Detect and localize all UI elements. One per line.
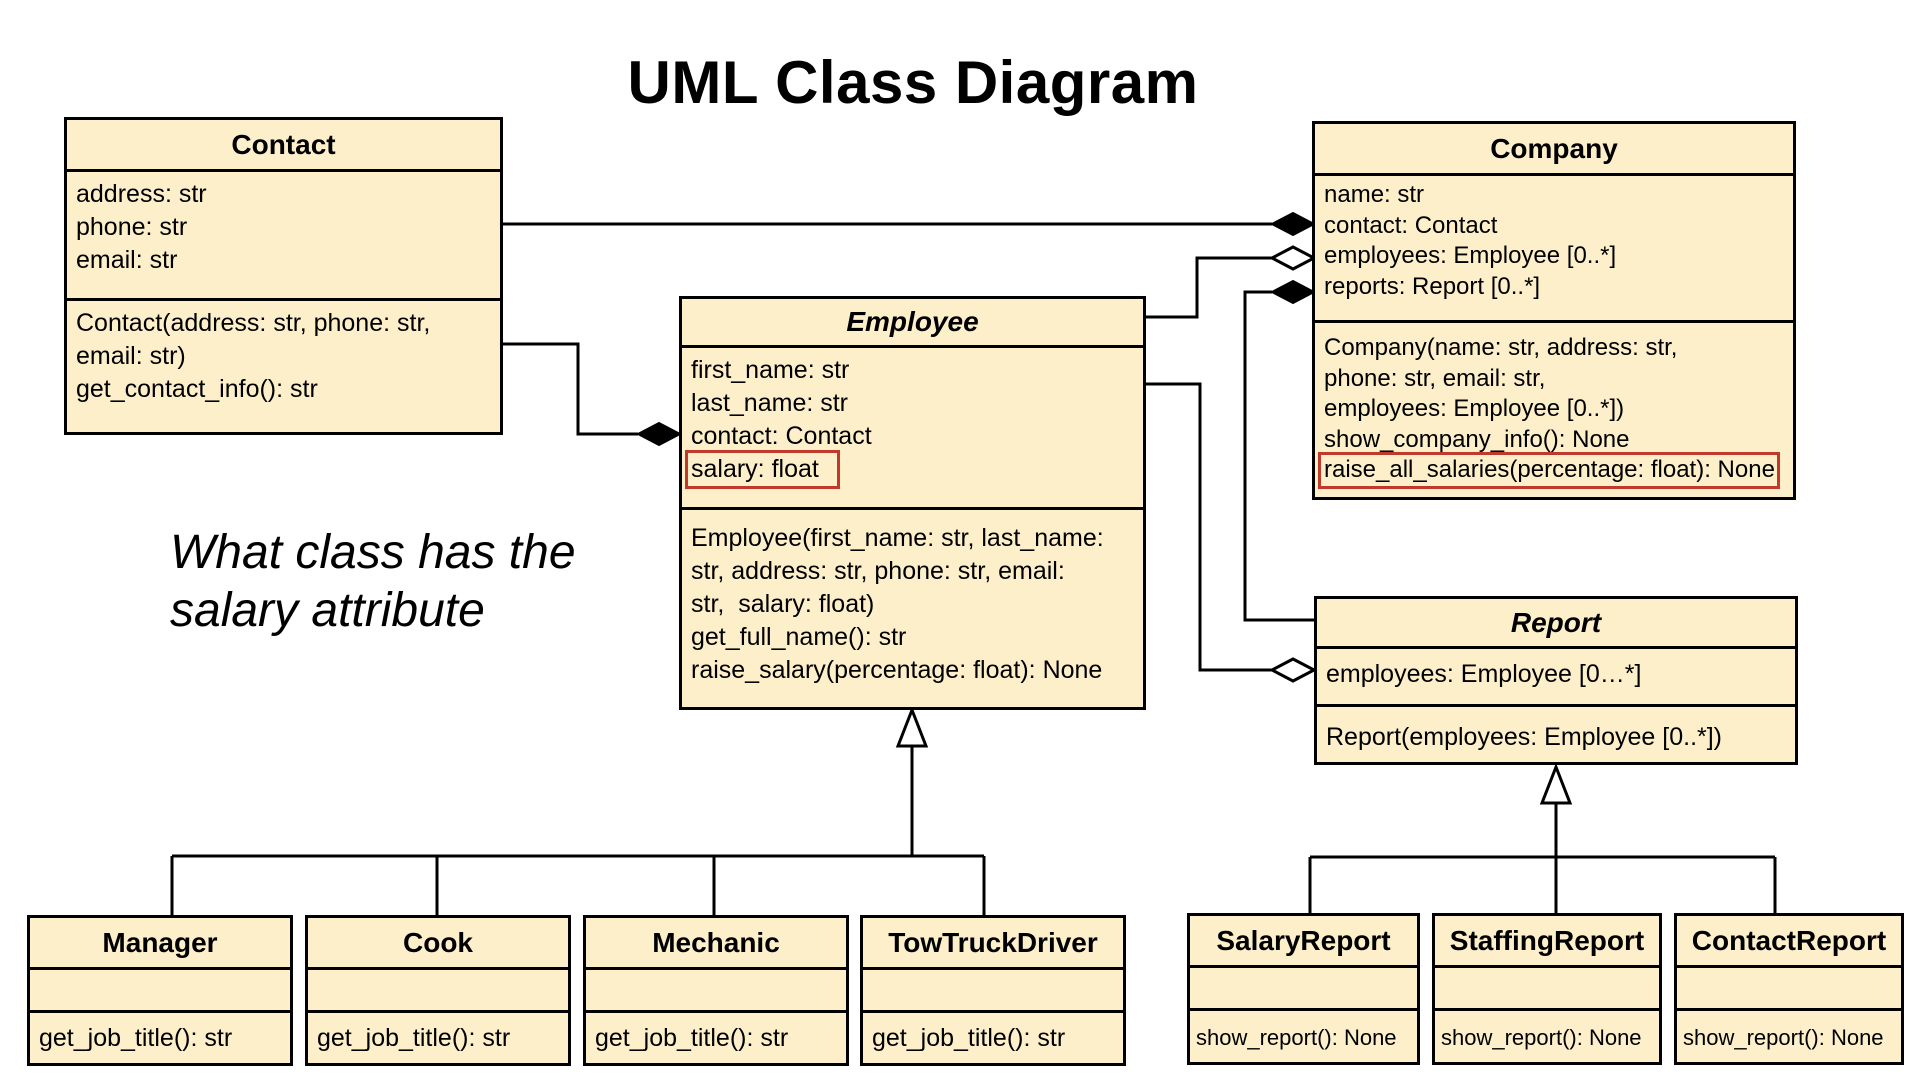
class-contact-name: Contact xyxy=(67,120,500,172)
class-report-methods: Report(employees: Employee [0..*]) xyxy=(1317,704,1795,754)
diagram-title: UML Class Diagram xyxy=(627,49,1199,116)
class-staffingreport-methods: show_report(): None xyxy=(1435,1008,1659,1054)
method: email: str) xyxy=(76,342,186,370)
class-mechanic-methods: get_job_title(): str xyxy=(586,1010,846,1055)
class-report-attributes: employees: Employee [0…*] xyxy=(1317,649,1795,704)
attribute: address: str xyxy=(76,180,207,208)
method: Company(name: str, address: str, xyxy=(1324,334,1678,361)
class-contactreport-name: ContactReport xyxy=(1677,916,1901,968)
class-employee-name: Employee xyxy=(682,299,1143,348)
method: show_company_info(): None xyxy=(1324,425,1630,453)
employee-generalization-triangle xyxy=(895,705,929,748)
highlighted-method: raise_all_salaries(percentage: float): N… xyxy=(1318,452,1780,489)
class-mechanic-name: Mechanic xyxy=(586,918,846,970)
class-contact-methods: Contact(address: str, phone: str, email:… xyxy=(67,298,500,406)
class-manager-methods: get_job_title(): str xyxy=(30,1010,290,1055)
class-staffingreport: StaffingReport show_report(): None xyxy=(1432,913,1662,1065)
report-generalization-triangle xyxy=(1539,762,1573,805)
class-company-methods: Company(name: str, address: str, phone: … xyxy=(1315,320,1793,489)
method: show_report(): None xyxy=(1196,1025,1397,1050)
employee-contact-composition-diamond xyxy=(635,421,683,447)
class-mechanic-attributes xyxy=(586,970,846,1010)
method: get_job_title(): str xyxy=(872,1024,1066,1052)
class-company: Company name: str contact: Contact emplo… xyxy=(1312,121,1796,500)
employee-report-aggregation-line xyxy=(1146,382,1272,672)
class-report: Report employees: Employee [0…*] Report(… xyxy=(1314,596,1798,765)
class-salaryreport: SalaryReport show_report(): None xyxy=(1187,913,1420,1065)
method: get_job_title(): str xyxy=(39,1024,233,1052)
class-cook-attributes xyxy=(308,970,568,1010)
class-contact: Contact address: str phone: str email: s… xyxy=(64,117,503,435)
method: phone: str, email: str, xyxy=(1324,364,1546,392)
class-employee-attributes: first_name: str last_name: str contact: … xyxy=(682,348,1143,507)
method: raise_salary(percentage: float): None xyxy=(691,656,1103,684)
class-towtruckdriver: TowTruckDriver get_job_title(): str xyxy=(860,915,1126,1066)
attribute: phone: str xyxy=(76,213,188,241)
attribute: employees: Employee [0…*] xyxy=(1326,660,1642,688)
question-text: What class has the salary attribute xyxy=(170,526,576,637)
method: employees: Employee [0..*]) xyxy=(1324,395,1625,422)
attribute: last_name: str xyxy=(691,389,849,417)
method: show_report(): None xyxy=(1441,1025,1642,1050)
attribute: reports: Report [0..*] xyxy=(1324,272,1541,300)
attribute: contact: Contact xyxy=(1324,211,1498,239)
class-staffingreport-attributes xyxy=(1435,968,1659,1008)
company-reports-composition-diamond xyxy=(1269,279,1317,305)
report-company-composition-line xyxy=(1243,290,1314,622)
report-employees-aggregation-diamond xyxy=(1268,657,1318,683)
employee-company-aggregation-line xyxy=(1146,256,1272,319)
class-manager-attributes xyxy=(30,970,290,1010)
company-employees-aggregation-diamond xyxy=(1268,245,1318,271)
class-staffingreport-name: StaffingReport xyxy=(1435,916,1659,968)
method: get_job_title(): str xyxy=(317,1024,511,1052)
method: get_full_name(): str xyxy=(691,623,907,651)
attribute: employees: Employee [0..*] xyxy=(1324,242,1617,269)
method: str, salary: float) xyxy=(691,590,875,618)
class-employee-methods: Employee(first_name: str, last_name: str… xyxy=(682,507,1143,687)
method: get_contact_info(): str xyxy=(76,375,318,403)
method: Contact(address: str, phone: str, xyxy=(76,309,431,337)
attribute: contact: Contact xyxy=(691,422,872,450)
company-contact-composition-diamond xyxy=(1269,211,1317,237)
class-mechanic: Mechanic get_job_title(): str xyxy=(583,915,849,1066)
class-cook-name: Cook xyxy=(308,918,568,970)
class-towtruckdriver-name: TowTruckDriver xyxy=(863,918,1123,970)
method: Report(employees: Employee [0..*]) xyxy=(1326,723,1723,751)
class-cook: Cook get_job_title(): str xyxy=(305,915,571,1066)
class-salaryreport-attributes xyxy=(1190,968,1417,1008)
class-contactreport-methods: show_report(): None xyxy=(1677,1008,1901,1054)
class-contactreport: ContactReport show_report(): None xyxy=(1674,913,1904,1065)
attribute: first_name: str xyxy=(691,356,850,384)
class-towtruckdriver-methods: get_job_title(): str xyxy=(863,1010,1123,1055)
class-salaryreport-methods: show_report(): None xyxy=(1190,1008,1417,1054)
attribute: name: str xyxy=(1324,181,1425,208)
class-salaryreport-name: SalaryReport xyxy=(1190,916,1417,968)
class-company-attributes: name: str contact: Contact employees: Em… xyxy=(1315,176,1793,320)
highlighted-attribute: salary: float xyxy=(685,450,840,489)
class-company-name: Company xyxy=(1315,124,1793,176)
class-manager-name: Manager xyxy=(30,918,290,970)
attribute: email: str xyxy=(76,246,178,274)
method: show_report(): None xyxy=(1683,1025,1884,1050)
class-towtruckdriver-attributes xyxy=(863,970,1123,1010)
method: get_job_title(): str xyxy=(595,1024,789,1052)
class-contact-attributes: address: str phone: str email: str xyxy=(67,172,500,298)
class-report-name: Report xyxy=(1317,599,1795,649)
class-employee: Employee first_name: str last_name: str … xyxy=(679,296,1146,710)
class-cook-methods: get_job_title(): str xyxy=(308,1010,568,1055)
contact-employee-composition-line xyxy=(503,342,638,436)
method: str, address: str, phone: str, email: xyxy=(691,557,1065,585)
class-manager: Manager get_job_title(): str xyxy=(27,915,293,1066)
method: Employee(first_name: str, last_name: xyxy=(691,524,1104,552)
class-contactreport-attributes xyxy=(1677,968,1901,1008)
